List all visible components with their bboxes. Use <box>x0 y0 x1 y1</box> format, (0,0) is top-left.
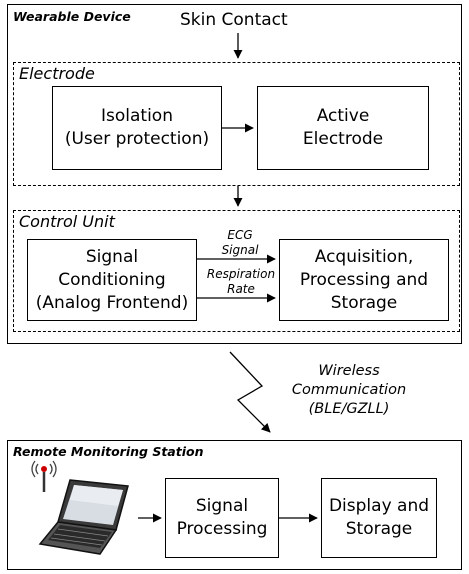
signal-processing-block: Signal Processing <box>165 478 279 558</box>
ecg-signal-label: ECG Signal <box>221 228 259 257</box>
laptop-with-antenna-icon <box>31 460 129 555</box>
wireless-communication-label: Wireless Communication (BLE/GZLL) <box>291 363 407 417</box>
active-electrode-block: Active Electrode <box>257 86 429 170</box>
signal-conditioning-block: Signal Conditioning (Analog Frontend) <box>27 239 197 321</box>
control-unit-title: Control Unit <box>19 212 115 231</box>
wireless-link-arrow <box>229 351 271 433</box>
control-unit-region <box>13 210 460 332</box>
display-storage-block: Display and Storage <box>321 478 437 558</box>
active-electrode-label: Active Electrode <box>302 106 384 149</box>
respiration-rate-label: Respiration Rate <box>206 267 276 296</box>
acquisition-block: Acquisition, Processing and Storage <box>279 239 449 321</box>
acquisition-label: Acquisition, Processing and Storage <box>299 246 429 313</box>
isolation-label: Isolation (User protection) <box>64 106 210 149</box>
signal-processing-label: Signal Processing <box>176 496 268 539</box>
electrode-region <box>13 62 460 186</box>
display-storage-label: Display and Storage <box>328 496 430 539</box>
electrode-title: Electrode <box>19 64 95 83</box>
isolation-block: Isolation (User protection) <box>52 86 222 170</box>
remote-monitoring-title: Remote Monitoring Station <box>13 444 204 459</box>
wearable-device-title: Wearable Device <box>13 9 131 24</box>
skin-contact-label: Skin Contact <box>180 10 288 30</box>
signal-conditioning-label: Signal Conditioning (Analog Frontend) <box>35 246 189 313</box>
